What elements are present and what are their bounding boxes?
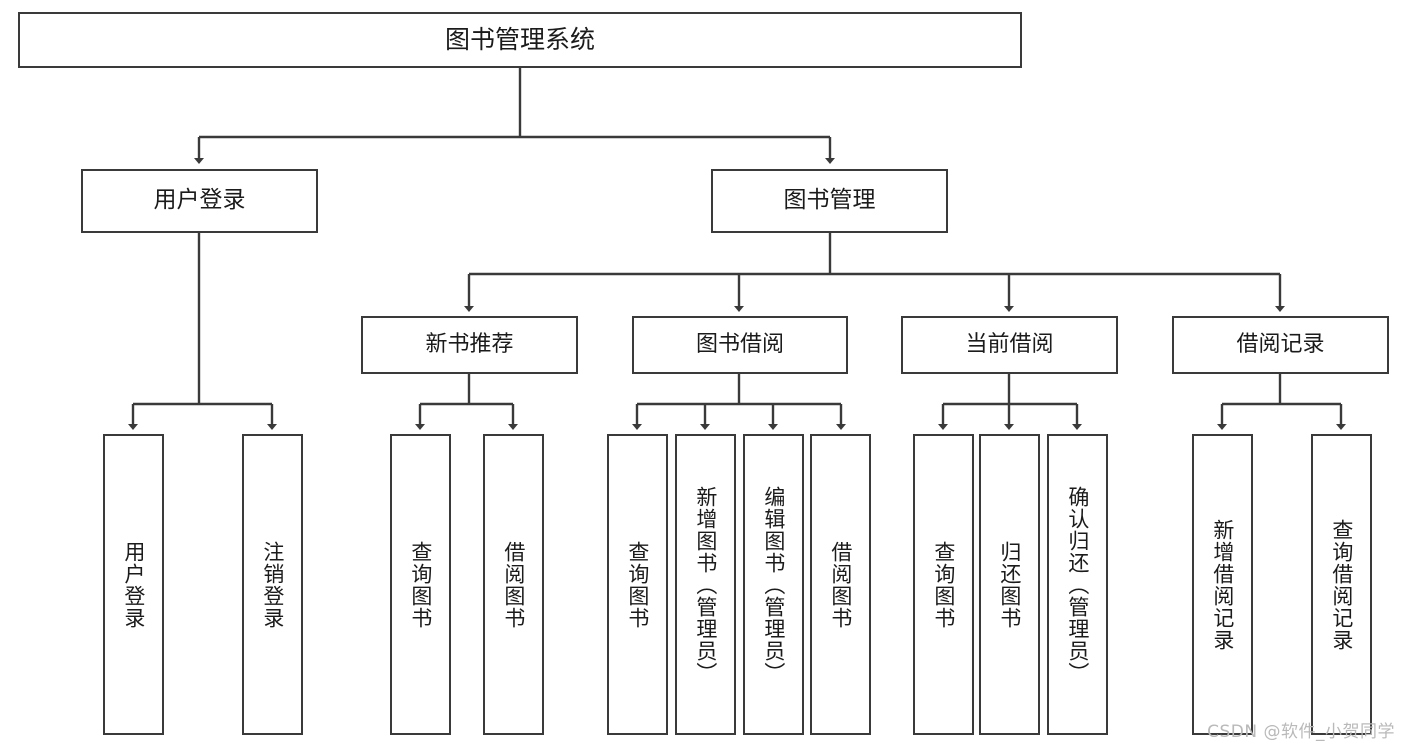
node-label: 新书推荐 bbox=[425, 332, 514, 358]
leaf-current-confirm-return-admin[interactable]: 确认归还（管理员） bbox=[1047, 434, 1108, 735]
node-root-system[interactable]: 图书管理系统 bbox=[18, 12, 1022, 68]
node-label: 查询图书 bbox=[408, 540, 433, 629]
leaf-record-query-record[interactable]: 查询借阅记录 bbox=[1311, 434, 1372, 735]
node-label: 归还图书 bbox=[997, 540, 1022, 629]
leaf-borrow-edit-book-admin[interactable]: 编辑图书（管理员） bbox=[743, 434, 804, 735]
leaf-current-return-book[interactable]: 归还图书 bbox=[979, 434, 1040, 735]
leaf-user-login-logout[interactable]: 注销登录 bbox=[242, 434, 303, 735]
node-current-borrow[interactable]: 当前借阅 bbox=[901, 316, 1118, 374]
node-borrow-record[interactable]: 借阅记录 bbox=[1172, 316, 1389, 374]
watermark-text: CSDN @软件_小贺同学 bbox=[1207, 722, 1395, 742]
node-label: 编辑图书（管理员） bbox=[761, 485, 786, 684]
node-label: 确认归还（管理员） bbox=[1065, 485, 1090, 684]
node-label: 用户登录 bbox=[153, 187, 246, 214]
node-label: 查询图书 bbox=[931, 540, 956, 629]
leaf-recommend-borrow-book[interactable]: 借阅图书 bbox=[483, 434, 544, 735]
node-label: 借阅图书 bbox=[501, 540, 526, 629]
node-label: 查询图书 bbox=[625, 540, 650, 629]
node-new-book-recommend[interactable]: 新书推荐 bbox=[361, 316, 578, 374]
node-label: 图书管理 bbox=[783, 187, 876, 214]
node-label: 注销登录 bbox=[260, 540, 285, 629]
node-label: 用户登录 bbox=[121, 540, 146, 629]
leaf-borrow-borrow-book[interactable]: 借阅图书 bbox=[810, 434, 871, 735]
leaf-current-query-book[interactable]: 查询图书 bbox=[913, 434, 974, 735]
node-user-login[interactable]: 用户登录 bbox=[81, 169, 318, 233]
node-label: 当前借阅 bbox=[965, 332, 1054, 358]
node-book-management[interactable]: 图书管理 bbox=[711, 169, 948, 233]
node-label: 查询借阅记录 bbox=[1329, 518, 1354, 651]
leaf-user-login-signin[interactable]: 用户登录 bbox=[103, 434, 164, 735]
node-label: 借阅图书 bbox=[828, 540, 853, 629]
node-label: 新增借阅记录 bbox=[1210, 518, 1235, 651]
node-label: 图书借阅 bbox=[695, 332, 784, 358]
leaf-borrow-query-book[interactable]: 查询图书 bbox=[607, 434, 668, 735]
leaf-recommend-query-book[interactable]: 查询图书 bbox=[390, 434, 451, 735]
node-book-borrow[interactable]: 图书借阅 bbox=[632, 316, 848, 374]
leaf-record-add-record[interactable]: 新增借阅记录 bbox=[1192, 434, 1253, 735]
node-label: 借阅记录 bbox=[1236, 332, 1325, 358]
node-label: 图书管理系统 bbox=[444, 25, 595, 55]
leaf-borrow-add-book-admin[interactable]: 新增图书（管理员） bbox=[675, 434, 736, 735]
node-label: 新增图书（管理员） bbox=[693, 485, 718, 684]
